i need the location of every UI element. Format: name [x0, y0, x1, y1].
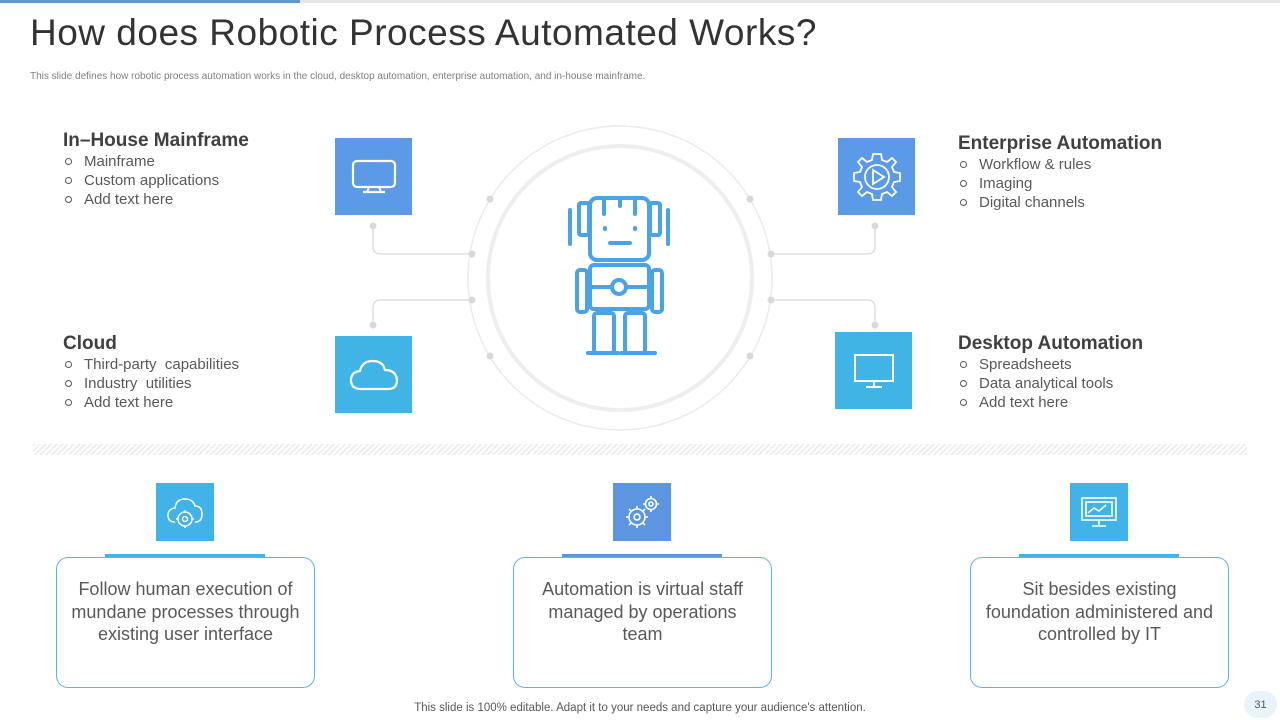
monitor-chart-icon [1081, 497, 1117, 527]
block-heading: Cloud [63, 333, 117, 354]
card-icon-tile [613, 483, 671, 541]
bullet-icon [960, 380, 967, 387]
card-icon-tile [1070, 483, 1128, 541]
list-item: Workflow & rules [958, 155, 1162, 174]
block-heading: In–House Mainframe [63, 130, 249, 151]
bullet-icon [960, 361, 967, 368]
bullet-icon [65, 399, 72, 406]
bullet-icon [65, 196, 72, 203]
page-subtitle: This slide defines how robotic process a… [30, 71, 646, 82]
card-human-execution: Follow human execution of mundane proces… [56, 557, 315, 688]
desktop-icon [853, 353, 894, 388]
robot-icon [568, 196, 670, 355]
bullet-icon [65, 380, 72, 387]
list-item: Digital channels [958, 193, 1162, 212]
card-icon-tile [156, 483, 214, 541]
card-existing-foundation: Sit besides existing foundation administ… [970, 557, 1229, 688]
list-item: Data analytical tools [958, 374, 1143, 393]
cloud-gear-icon [167, 498, 203, 528]
block-desktop-automation: Desktop Automation Spreadsheets Data ana… [958, 333, 1143, 412]
block-cloud: Cloud Third-party capabilities Industry … [63, 333, 239, 412]
card-text: Sit besides existing foundation administ… [985, 579, 1214, 644]
block-heading: Enterprise Automation [958, 133, 1163, 154]
list-item-text: Workflow & rules [979, 156, 1092, 173]
block-enterprise-automation: Enterprise Automation Workflow & rules I… [958, 133, 1162, 212]
bullet-icon [960, 180, 967, 187]
bullet-icon [65, 361, 72, 368]
mainframe-tile [335, 138, 412, 215]
bullet-icon [960, 199, 967, 206]
block-heading: Desktop Automation [958, 333, 1144, 354]
list-item-text: Add text here [84, 191, 174, 208]
monitor-icon [351, 159, 396, 193]
list-item-text: Add text here [979, 394, 1069, 411]
bullet-icon [960, 161, 967, 168]
card-accent-bar [105, 554, 265, 558]
list-item: Add text here [958, 393, 1143, 412]
gear-play-icon [852, 152, 901, 201]
section-divider [33, 444, 1247, 455]
bullet-icon [65, 177, 72, 184]
card-accent-bar [562, 554, 722, 558]
list-item: Spreadsheets [958, 355, 1143, 374]
list-item-text: Third-party capabilities [84, 356, 240, 373]
list-item-text: Add text here [84, 394, 174, 411]
list-item-text: Mainframe [84, 153, 155, 170]
footer-note: This slide is 100% editable. Adapt it to… [414, 702, 866, 714]
block-in-house-mainframe: In–House Mainframe Mainframe Custom appl… [63, 130, 249, 209]
list-item: Industry utilities [63, 374, 239, 393]
card-accent-bar [1019, 554, 1179, 558]
card-text: Automation is virtual staff managed by o… [542, 579, 743, 644]
list-item: Mainframe [63, 152, 249, 171]
list-item: Imaging [958, 174, 1162, 193]
card-text: Follow human execution of mundane proces… [71, 579, 300, 644]
list-item: Add text here [63, 393, 239, 412]
list-item-text: Data analytical tools [979, 375, 1114, 392]
card-virtual-staff: Automation is virtual staff managed by o… [513, 557, 772, 688]
top-bar [0, 0, 1280, 3]
list-item: Third-party capabilities [63, 355, 239, 374]
gears-icon [626, 496, 659, 528]
list-item-text: Digital channels [979, 194, 1085, 211]
enterprise-tile [838, 138, 915, 215]
desktop-tile [835, 332, 912, 409]
list-item: Add text here [63, 190, 249, 209]
page-title: How does Robotic Process Automated Works… [30, 12, 817, 53]
cloud-icon [349, 359, 398, 390]
bullet-icon [960, 399, 967, 406]
page-number: 31 [1244, 691, 1277, 718]
top-bar-accent [0, 0, 300, 3]
list-item-text: Industry utilities [84, 375, 192, 392]
list-item-text: Custom applications [84, 172, 220, 189]
bullet-icon [65, 158, 72, 165]
list-item-text: Spreadsheets [979, 356, 1072, 373]
list-item: Custom applications [63, 171, 249, 190]
list-item-text: Imaging [979, 175, 1033, 192]
cloud-tile [335, 336, 412, 413]
